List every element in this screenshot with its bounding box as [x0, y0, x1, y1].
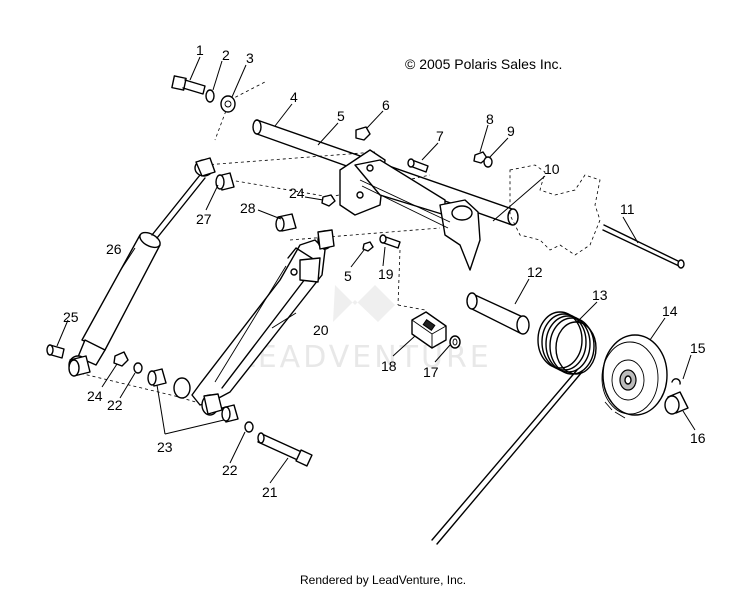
callout-2: 2 [222, 47, 230, 63]
callout-7: 7 [436, 128, 444, 144]
part-15-clip [671, 378, 681, 385]
callout-labels: 1 2 3 4 5 6 7 8 9 10 11 12 13 14 15 16 1… [63, 42, 706, 500]
callout-5-lower: 5 [344, 268, 352, 284]
part-16-bushing [664, 391, 689, 415]
part-19-pin [379, 234, 401, 249]
part-2-washer [205, 89, 215, 103]
part-23-bushing-a [147, 368, 167, 387]
part-13-spring [431, 311, 597, 545]
callout-20: 20 [313, 322, 329, 338]
part-17-washer [449, 335, 461, 349]
callout-1: 1 [196, 42, 204, 58]
callout-27: 27 [196, 211, 212, 227]
callout-28: 28 [240, 200, 256, 216]
part-26-shock [68, 157, 216, 377]
watermark-text: LEADVENTURE [238, 340, 492, 375]
part-6-nut [355, 126, 371, 141]
part-22-lower-washer [244, 421, 254, 433]
part-3-nut [220, 95, 236, 113]
leader-lines [56, 56, 696, 484]
callout-10: 10 [544, 161, 560, 177]
callout-21: 21 [262, 484, 278, 500]
part-7-pin [407, 158, 429, 173]
callout-5-upper: 5 [337, 108, 345, 124]
part-24-upper-nut [321, 194, 336, 207]
callout-22-lower: 22 [222, 462, 238, 478]
callout-6: 6 [382, 97, 390, 113]
part-11-rod [602, 224, 685, 269]
callout-17: 17 [423, 364, 439, 380]
part-14-wheel [601, 334, 668, 419]
part-10-bracket-assembly [339, 149, 481, 271]
callout-24-upper: 24 [289, 185, 305, 201]
part-28-bushing [275, 213, 297, 232]
callout-22-upper: 22 [107, 397, 123, 413]
part-18-block [411, 311, 447, 349]
callout-9: 9 [507, 123, 515, 139]
callout-23: 23 [157, 439, 173, 455]
part-4-shaft [252, 119, 519, 226]
part-21-bolt [257, 432, 313, 467]
part-1-bolt [171, 75, 206, 95]
callout-3: 3 [246, 50, 254, 66]
part-25-pin [46, 344, 65, 359]
frame-outline [509, 164, 601, 256]
callout-8: 8 [486, 111, 494, 127]
part-20-arm [173, 229, 335, 416]
callout-12: 12 [527, 264, 543, 280]
callout-4: 4 [290, 89, 298, 105]
part-22-upper-washer [133, 362, 143, 374]
callout-19: 19 [378, 266, 394, 282]
callout-26: 26 [106, 241, 122, 257]
part-12-sleeve [466, 292, 530, 335]
part-24-lower-nut [113, 351, 129, 367]
callout-18: 18 [381, 358, 397, 374]
part-9-washer [483, 156, 493, 168]
callout-16: 16 [690, 430, 706, 446]
callout-15: 15 [690, 340, 706, 356]
callout-24-lower: 24 [87, 388, 103, 404]
callout-14: 14 [662, 303, 678, 319]
footer-text: Rendered by LeadVenture, Inc. [300, 573, 466, 587]
copyright-text: © 2005 Polaris Sales Inc. [405, 56, 562, 72]
callout-11: 11 [620, 201, 635, 217]
part-23-bushing-b [221, 404, 239, 423]
part-5-nut [362, 241, 374, 252]
part-27-bushing [215, 172, 235, 191]
watermark-logo: LEADVENTURE [238, 285, 492, 375]
callout-13: 13 [592, 287, 608, 303]
callout-25: 25 [63, 309, 79, 325]
